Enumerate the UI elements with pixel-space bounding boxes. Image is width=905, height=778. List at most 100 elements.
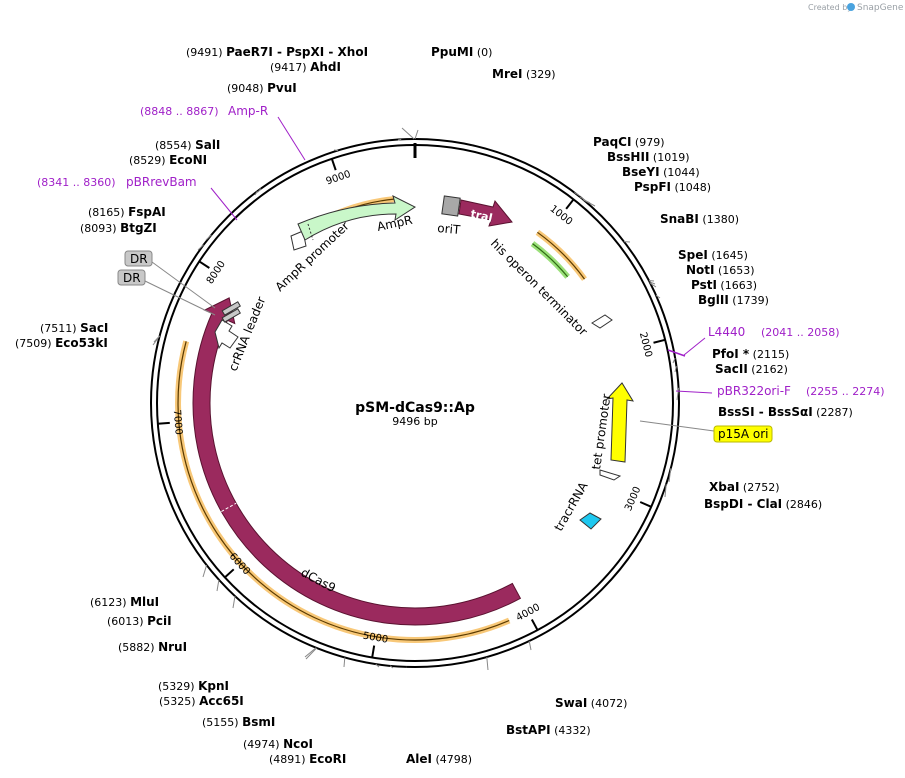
enzyme-label-ahdi[interactable]: (9417) AhdI bbox=[270, 60, 341, 74]
dr-label-box-2 bbox=[117, 269, 146, 286]
ampr-promoter-feature[interactable] bbox=[290, 230, 307, 251]
enzyme-label-bstapi[interactable]: BstAPI (4332) bbox=[506, 723, 591, 737]
ampr-feature-arrow[interactable] bbox=[297, 195, 417, 241]
primer-pbr322ori-f-name[interactable]: pBR322ori-F bbox=[717, 384, 791, 398]
plasmid-name: pSM-dCas9::Ap bbox=[355, 400, 475, 416]
traj-label: traJ bbox=[469, 207, 493, 224]
credit-brand: SnapGene bbox=[857, 3, 904, 13]
primer-pbrrevbam-leader bbox=[210, 187, 238, 221]
enzyme-label-pcii[interactable]: (6013) PciI bbox=[107, 614, 172, 628]
enzyme-leader-line bbox=[528, 640, 532, 651]
enzyme-label-bseyi[interactable]: BseYI (1044) bbox=[622, 165, 700, 179]
orange-highlight-line-top-right bbox=[537, 231, 585, 280]
enzyme-label-sali[interactable]: (8554) SalI bbox=[155, 138, 220, 152]
primer-l4440-range: (2041 .. 2058) bbox=[761, 326, 840, 339]
enzyme-label-sacii[interactable]: SacII (2162) bbox=[715, 362, 788, 376]
enzyme-label-kpni[interactable]: (5329) KpnI bbox=[158, 679, 229, 693]
enzyme-label-bsshii[interactable]: BssHII (1019) bbox=[607, 150, 689, 164]
enzyme-label-ecori[interactable]: (4891) EcoRI bbox=[269, 752, 346, 766]
enzyme-label-pfoi[interactable]: PfoI * (2115) bbox=[712, 347, 789, 361]
enzyme-label-swai[interactable]: SwaI (4072) bbox=[555, 696, 627, 710]
traj-feature-arrow[interactable] bbox=[458, 199, 513, 227]
tet-promoter-arrow[interactable] bbox=[605, 382, 634, 463]
tick-label: 7000 bbox=[171, 409, 184, 435]
enzyme-label-mlui[interactable]: (6123) MluI bbox=[90, 595, 159, 609]
enzyme-label-bglii[interactable]: BglII (1739) bbox=[698, 293, 769, 307]
tick-mark bbox=[371, 645, 376, 658]
enzyme-leader-line bbox=[664, 484, 667, 498]
primer-pbr322ori-f-range: (2255 .. 2274) bbox=[806, 385, 885, 398]
plasmid-size: 9496 bp bbox=[392, 415, 437, 428]
dr-label-box-1 bbox=[124, 250, 153, 267]
enzyme-label-psti[interactable]: PstI (1663) bbox=[691, 278, 757, 292]
enzyme-leader-line bbox=[650, 282, 657, 288]
tick-mark bbox=[330, 158, 337, 171]
primer-pbrrevbam-name[interactable]: pBRrevBam bbox=[126, 175, 197, 189]
enzyme-leader-line bbox=[197, 244, 204, 251]
enzyme-label-pvui[interactable]: (9048) PvuI bbox=[227, 81, 297, 95]
enzyme-label-paer7i[interactable]: (9491) PaeR7I - PspXI - XhoI bbox=[186, 45, 368, 59]
enzyme-leader-line bbox=[205, 234, 212, 241]
enzyme-label-bsmi[interactable]: (5155) BsmI bbox=[202, 715, 275, 729]
enzyme-label-nrui[interactable]: (5882) NruI bbox=[118, 640, 187, 654]
enzyme-leader-line bbox=[655, 294, 661, 299]
enzyme-label-bspdi[interactable]: BspDI - ClaI (2846) bbox=[704, 497, 822, 511]
enzyme-leader-lines bbox=[152, 127, 680, 671]
tet-promoter-label: tet promoter bbox=[589, 393, 613, 471]
enzyme-label-btgzi[interactable]: (8093) BtgZI bbox=[80, 221, 157, 235]
enzyme-label-bsssi[interactable]: BssSI - BssSαI (2287) bbox=[718, 405, 853, 419]
enzyme-leader-line bbox=[486, 657, 489, 671]
ampr-dash-marker bbox=[307, 223, 314, 241]
primer-l4440-leader bbox=[683, 337, 706, 356]
tracrrna-feature[interactable] bbox=[579, 512, 602, 530]
tet-promoter-tail-icon bbox=[599, 469, 622, 481]
enzyme-leader-line bbox=[216, 579, 220, 592]
enzyme-leader-line bbox=[375, 663, 380, 668]
orit-feature[interactable] bbox=[441, 195, 461, 217]
primer-amp-r-range: (8848 .. 8867) bbox=[140, 105, 219, 118]
primer-l4440-name[interactable]: L4440 bbox=[708, 325, 745, 339]
credit-text: Created by bbox=[808, 3, 852, 12]
p15a-ori-leader bbox=[639, 420, 715, 432]
primer-l4440-mark bbox=[667, 349, 686, 357]
enzyme-label-noti[interactable]: NotI (1653) bbox=[686, 263, 755, 277]
green-highlight-arc bbox=[530, 241, 570, 279]
enzyme-label-mrei[interactable]: MreI (329) bbox=[492, 67, 556, 81]
dr-box-1[interactable] bbox=[221, 301, 241, 316]
enzyme-leader-line bbox=[152, 335, 161, 346]
enzyme-label-spei[interactable]: SpeI (1645) bbox=[678, 248, 748, 262]
dr-leader-1 bbox=[151, 261, 216, 309]
enzyme-label-econi[interactable]: (8529) EcoNI bbox=[129, 153, 207, 167]
tick-mark bbox=[530, 619, 539, 631]
tick-mark bbox=[198, 260, 210, 269]
primer-amp-r-name[interactable]: Amp-R bbox=[228, 104, 268, 118]
enzyme-label-snabi[interactable]: SnaBI (1380) bbox=[660, 212, 739, 226]
enzyme-label-fspai[interactable]: (8165) FspAI bbox=[88, 205, 166, 219]
enzyme-leader-line bbox=[668, 468, 672, 483]
enzyme-leader-line bbox=[257, 188, 262, 193]
tick-label: 5000 bbox=[362, 631, 389, 646]
enzyme-label-ppumi[interactable]: PpuMI (0) bbox=[431, 45, 492, 59]
enzyme-label-alei[interactable]: AleI (4798) bbox=[406, 752, 472, 766]
enzyme-label-ncoi[interactable]: (4974) NcoI bbox=[243, 737, 313, 751]
enzyme-leader-line bbox=[674, 365, 677, 373]
enzyme-label-saci[interactable]: (7511) SacI bbox=[40, 321, 108, 335]
enzyme-label-pspfi[interactable]: PspFI (1048) bbox=[634, 180, 711, 194]
tick-mark bbox=[157, 421, 170, 425]
enzyme-label-paqci[interactable]: PaqCI (979) bbox=[593, 135, 665, 149]
enzyme-leader-line bbox=[343, 657, 346, 668]
dr-box-2[interactable] bbox=[221, 308, 241, 323]
enzyme-label-eco53ki[interactable]: (7509) Eco53kI bbox=[15, 336, 108, 350]
enzyme-leader-line bbox=[232, 596, 236, 609]
dr-label-1: DR bbox=[130, 252, 148, 266]
dr-leader-2 bbox=[144, 280, 216, 316]
tick-label: 2000 bbox=[637, 331, 654, 358]
his-terminator-icon[interactable] bbox=[591, 314, 613, 329]
p15a-ori-box[interactable] bbox=[713, 425, 773, 443]
enzyme-label-acc65i[interactable]: (5325) Acc65I bbox=[159, 694, 244, 708]
primer-pbrrevbam-range: (8341 .. 8360) bbox=[37, 176, 116, 189]
enzyme-label-xbai[interactable]: XbaI (2752) bbox=[709, 480, 779, 494]
dcas9-feature-arrow[interactable] bbox=[192, 297, 522, 626]
